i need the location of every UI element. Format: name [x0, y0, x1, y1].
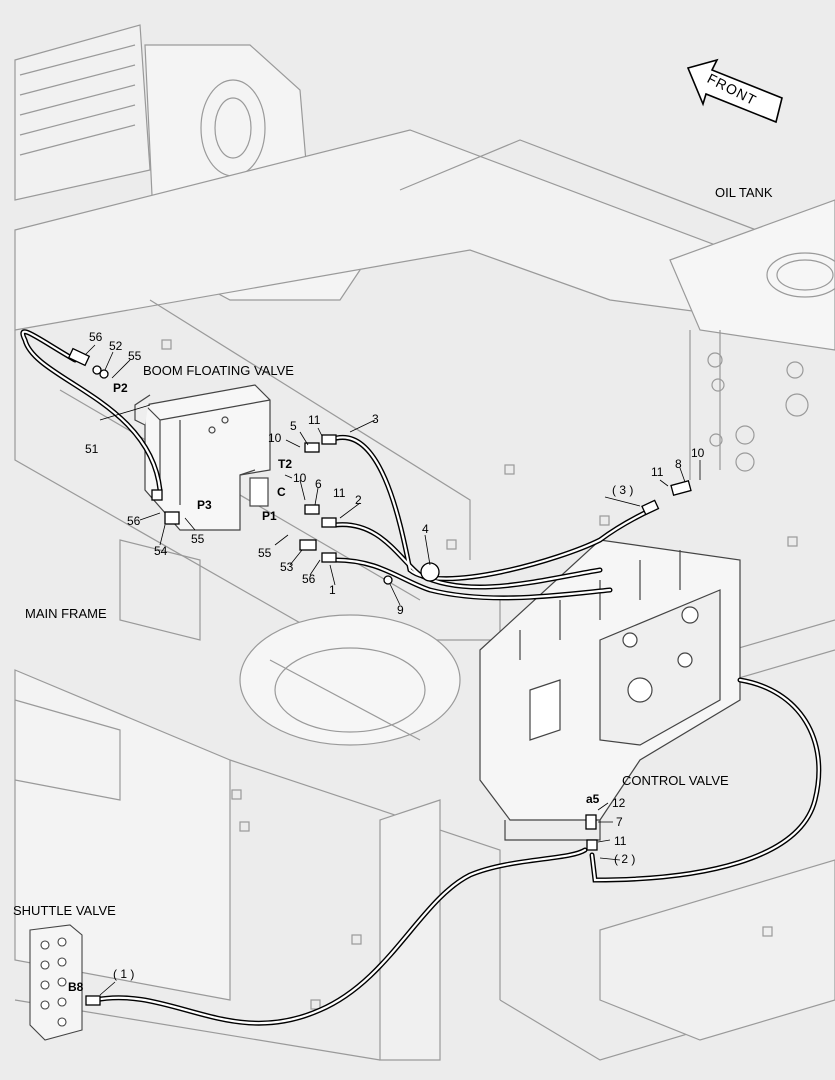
- callout-9: 9: [397, 603, 404, 617]
- callout-3-paren: ( 3 ): [612, 483, 634, 497]
- shuttle-valve-label: SHUTTLE VALVE: [13, 903, 116, 918]
- callout-7: 7: [616, 815, 623, 829]
- callout-1-paren: ( 1 ): [113, 967, 135, 981]
- callout-11-a5: 11: [614, 834, 627, 848]
- callout-5: 5: [290, 419, 297, 433]
- boom-floating-valve-body: [134, 384, 271, 531]
- port-c-label: C: [277, 485, 286, 499]
- port-p2-label: P2: [113, 381, 128, 395]
- callout-53: 53: [280, 560, 294, 574]
- port-a5-label: a5: [586, 792, 600, 806]
- callout-10-t2: 10: [268, 431, 282, 445]
- callout-54: 54: [154, 544, 168, 558]
- front-arrow: [686, 58, 783, 124]
- callout-6: 6: [315, 477, 322, 491]
- frame-linework: [14, 24, 835, 1061]
- callout-56-p3: 56: [127, 514, 141, 528]
- callout-12: 12: [612, 796, 626, 810]
- callout-51: 51: [85, 442, 99, 456]
- leader-lines: [84, 344, 701, 996]
- callout-56-p2: 56: [89, 330, 103, 344]
- callout-10-ctrl: 10: [691, 446, 705, 460]
- main-frame-label: MAIN FRAME: [25, 606, 107, 621]
- shuttle-valve-body: [29, 924, 83, 1041]
- port-p3-label: P3: [197, 498, 212, 512]
- callout-10-c: 10: [293, 471, 307, 485]
- callout-4: 4: [422, 522, 429, 536]
- oil-tank-label: OIL TANK: [715, 185, 773, 200]
- callout-2-paren: ( 2 ): [614, 852, 636, 866]
- callout-1: 1: [329, 583, 336, 597]
- port-t2-label: T2: [278, 457, 293, 471]
- boom-floating-valve-label: BOOM FLOATING VALVE: [143, 363, 294, 378]
- callout-52: 52: [109, 339, 123, 353]
- control-valve-label: CONTROL VALVE: [622, 773, 729, 788]
- port-b8-label: B8: [68, 980, 84, 994]
- callout-3: 3: [372, 412, 379, 426]
- callout-55-p2: 55: [128, 349, 142, 363]
- callout-11-t2: 11: [308, 413, 321, 427]
- callout-11-c: 11: [333, 486, 346, 500]
- callout-56-p1: 56: [302, 572, 316, 586]
- port-p1-label: P1: [262, 509, 277, 523]
- callout-8: 8: [675, 457, 682, 471]
- hose-lines-inner: [21, 330, 820, 1025]
- callout-55-p1: 55: [258, 546, 272, 560]
- callout-55-p3: 55: [191, 532, 205, 546]
- fittings: [67, 347, 692, 1006]
- callout-2: 2: [355, 493, 362, 507]
- control-valve-body: [479, 539, 741, 841]
- callout-11-ctrl: 11: [651, 465, 664, 479]
